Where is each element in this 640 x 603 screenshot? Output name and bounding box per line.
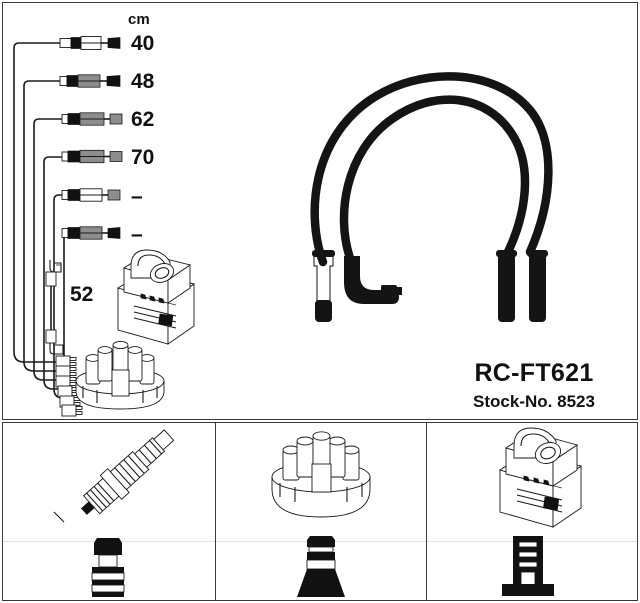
lead-row-3 [33, 112, 123, 128]
lead-row-1 [13, 36, 121, 52]
spark-plug-boot-connector-icon [91, 538, 125, 597]
coil-lead-drawing [45, 260, 64, 355]
product-code: RC-FT621 [474, 359, 594, 387]
lead-length-label-1: 40 [131, 32, 155, 55]
lead-length-label-2: 48 [131, 70, 155, 93]
lead-row-4 [43, 149, 123, 166]
lead-row-2 [23, 74, 121, 90]
distributor-boot-connector-icon [297, 536, 345, 597]
lead-length-label-4: 70 [131, 146, 155, 169]
lead-length-label-3: 62 [131, 108, 155, 131]
stock-number: Stock-No. 8523 [473, 392, 595, 411]
lead-length-label-6: – [131, 223, 143, 246]
left-spark-plug-boot [312, 250, 335, 322]
distributor-cap-icon [271, 431, 371, 518]
ignition-coil-drawing [116, 249, 196, 345]
lead-row-6 [61, 226, 121, 242]
coil-terminal-connector-icon [502, 536, 554, 596]
spark-plug-icon [53, 429, 175, 523]
coil-lead-length-label: 52 [70, 283, 94, 306]
angled-coil-boot [344, 256, 402, 304]
right-distributor-boot-2 [527, 250, 548, 322]
lead-row-5 [53, 188, 121, 204]
harness-end-connectors [55, 355, 83, 417]
lead-length-label-5: – [131, 185, 143, 208]
lead-cable-outer [310, 72, 553, 267]
unit-header-label: cm [128, 11, 150, 28]
ignition-coil-icon [498, 427, 583, 528]
right-distributor-boot-1 [496, 250, 517, 322]
distributor-cap-drawing [75, 340, 165, 410]
